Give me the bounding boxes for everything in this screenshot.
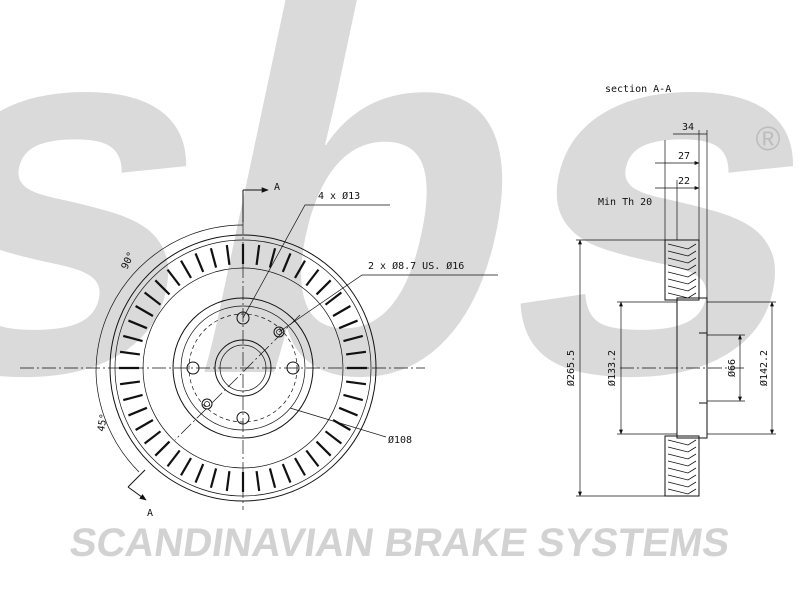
vent-slot — [225, 244, 231, 266]
lower-rotor-section — [664, 435, 700, 497]
section-view: section A-A 34 27 22 Min Th 20 Ø265.5 Ø1… — [565, 84, 776, 497]
section-marker-top: A — [274, 182, 280, 193]
vent-slot — [281, 253, 292, 273]
vent-slot — [166, 268, 181, 287]
company-name: SCANDINAVIAN BRAKE SYSTEMS — [67, 520, 732, 565]
set-screw-hole — [201, 398, 213, 410]
vent-slot — [194, 463, 205, 483]
angle-45-label: 45° — [96, 413, 110, 433]
vent-slot — [255, 470, 261, 492]
angle-45-arc — [95, 371, 140, 473]
vent-slot — [305, 268, 320, 287]
vent-slot — [154, 440, 171, 457]
vent-slot — [324, 291, 343, 306]
vent-slot — [119, 350, 141, 356]
vent-slot — [315, 440, 332, 457]
bolt-hole-label: 4 x Ø13 — [318, 190, 360, 202]
vent-hatch-line — [667, 467, 697, 474]
vent-slot — [143, 430, 162, 445]
vent-slot — [268, 247, 277, 268]
set-screw-label: 2 x Ø8.7 US. Ø16 — [368, 260, 464, 272]
vent-slot — [154, 279, 171, 296]
vent-slot — [281, 463, 292, 483]
pcd-label: Ø108 — [388, 434, 412, 446]
vent-hatch-line — [667, 439, 697, 446]
vent-slot — [305, 449, 320, 468]
vent-hatch-line — [667, 488, 697, 495]
vent-slot — [194, 253, 205, 273]
vent-slot — [345, 350, 367, 356]
vent-slot — [324, 430, 343, 445]
vent-slot — [332, 305, 351, 317]
sbs-logo-text: sbs — [0, 0, 800, 483]
vent-slot — [166, 449, 181, 468]
vent-hatch-line — [667, 446, 697, 453]
min-thickness-label: Min Th 20 — [598, 197, 652, 208]
outer-diameter-label: Ø265.5 — [565, 350, 577, 386]
center-bore-label: Ø66 — [726, 359, 738, 377]
set-screw-leader — [278, 274, 498, 333]
vent-slot — [122, 393, 143, 402]
vent-hatch-line — [667, 250, 697, 257]
vent-slot — [343, 334, 364, 343]
vent-hatch-line — [667, 285, 697, 292]
sbs-logo-watermark: sbs — [0, 0, 800, 483]
vent-slot — [119, 380, 141, 386]
vent-slot — [343, 393, 364, 402]
vent-slot — [294, 260, 306, 279]
cooling-vents — [119, 244, 367, 492]
vent-slot — [180, 457, 192, 476]
vent-hatch-line — [667, 474, 697, 481]
section-marker-bottom: A — [147, 508, 153, 519]
vent-hatch-line — [667, 271, 697, 278]
diagonal-centerline — [174, 314, 301, 441]
vent-slot — [338, 319, 358, 330]
vent-slot — [255, 244, 261, 266]
vent-hatching — [667, 243, 697, 495]
dim-27-label: 27 — [678, 151, 690, 162]
vent-slot — [122, 334, 143, 343]
registered-mark: ® — [755, 120, 780, 158]
hat-outer-label: Ø142.2 — [758, 350, 770, 386]
upper-rotor-section — [664, 239, 700, 301]
pcd-leader — [289, 407, 387, 438]
vent-hatch-line — [667, 453, 697, 460]
vent-slot — [135, 419, 154, 431]
dim-22-label: 22 — [678, 176, 690, 187]
vent-hatch-line — [667, 264, 697, 271]
vent-slot — [225, 470, 231, 492]
vent-slot — [128, 319, 148, 330]
hat-diameter-label: Ø133.2 — [606, 350, 618, 386]
vent-slot — [315, 279, 332, 296]
vent-hatch-line — [667, 460, 697, 467]
vent-slot — [143, 291, 162, 306]
vent-hatch-line — [667, 481, 697, 488]
vent-hatch-line — [667, 243, 697, 250]
bolt-hole-leader — [242, 204, 390, 319]
section-title: section A-A — [605, 84, 671, 95]
vent-slot — [338, 406, 358, 417]
vent-slot — [209, 247, 218, 268]
dim-34-label: 34 — [682, 122, 694, 133]
vent-slot — [294, 457, 306, 476]
set-screw-holes — [201, 326, 285, 410]
vent-slot — [180, 260, 192, 279]
angle-90-arc — [95, 224, 244, 373]
vent-hatch-line — [667, 278, 697, 285]
vent-slot — [135, 305, 154, 317]
vent-slot — [345, 380, 367, 386]
vent-slot — [128, 406, 148, 417]
set-screw-hole — [273, 326, 285, 338]
vent-slot — [268, 468, 277, 489]
vent-slot — [209, 468, 218, 489]
section-cut-line — [127, 187, 269, 501]
front-view: A A 90° 45° 4 x Ø13 2 x Ø8.7 US. Ø16 Ø10… — [20, 182, 498, 519]
vent-hatch-line — [667, 257, 697, 264]
